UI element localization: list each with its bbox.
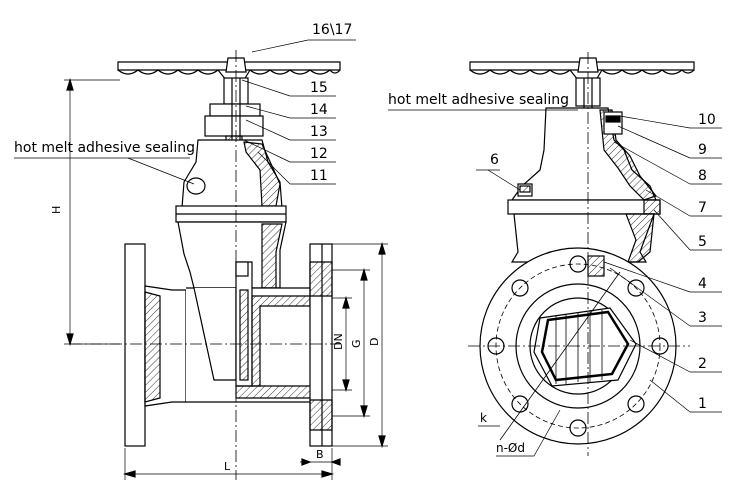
callout-1: 1 xyxy=(698,396,707,412)
callout-11: 11 xyxy=(310,168,328,184)
callout-10: 10 xyxy=(698,112,716,128)
callout-15: 15 xyxy=(310,80,328,96)
callouts-left-view: 16\17 15 14 13 12 11 xyxy=(241,22,356,185)
callout-12: 12 xyxy=(310,146,328,162)
dim-h: H xyxy=(50,206,63,214)
dim-k: k xyxy=(480,411,487,425)
callout-5: 5 xyxy=(698,234,707,250)
handwheel-left xyxy=(117,57,341,81)
callout-3: 3 xyxy=(698,310,707,326)
callouts-right-view: 10 9 8 7 5 4 3 2 1 xyxy=(603,112,722,413)
callout-2: 2 xyxy=(698,356,707,372)
dim-d: D xyxy=(368,338,381,346)
callout-9: 9 xyxy=(698,142,707,158)
left-view: H L B DN G D hot melt adhesive seal xyxy=(14,22,388,480)
callout-7: 7 xyxy=(698,200,707,216)
right-view: hot melt adhesive sealing 6 10 9 8 7 5 xyxy=(388,52,722,457)
dim-l: L xyxy=(224,460,231,473)
note-right: hot melt adhesive sealing xyxy=(388,92,569,108)
handwheel-right xyxy=(469,57,695,81)
callout-6: 6 xyxy=(490,152,499,168)
dim-g: G xyxy=(350,339,363,348)
dim-n-d: n-Ød xyxy=(496,441,525,455)
callout-16-17: 16\17 xyxy=(312,22,352,38)
callout-13: 13 xyxy=(310,124,328,140)
dim-dn: DN xyxy=(332,333,345,350)
callout-14: 14 xyxy=(310,102,328,118)
dim-b: B xyxy=(316,448,324,461)
note-left: hot melt adhesive sealing xyxy=(14,140,195,156)
callout-4: 4 xyxy=(698,276,707,292)
callout-8: 8 xyxy=(698,168,707,184)
